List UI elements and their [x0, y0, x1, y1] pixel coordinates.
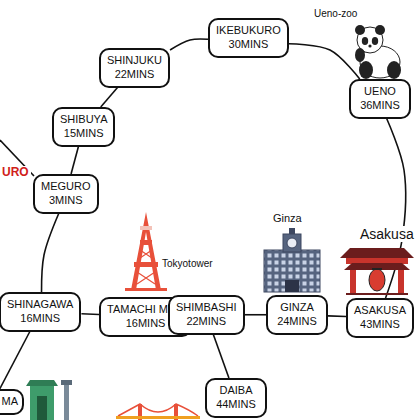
asakusa-gate-illustration-part [344, 263, 410, 270]
panda-illustration-part [375, 25, 385, 35]
shinagawa-gate-illustration-part [37, 396, 47, 420]
station-box: IKEBUKURO30MINS [208, 18, 289, 58]
shinagawa-gate-illustration-part [30, 386, 54, 420]
rail-line [0, 332, 30, 390]
travel-time: 3MINS [41, 194, 91, 208]
travel-time: 43MINS [354, 318, 406, 332]
panda-illustration-part [372, 37, 378, 45]
panda-illustration [355, 25, 401, 79]
tokyo-tower-illustration-part [140, 226, 152, 230]
shinagawa-gate-illustration-part [26, 380, 58, 386]
shinagawa-gate-illustration-part [64, 384, 69, 420]
station-name: IKEBUKURO [216, 24, 281, 38]
rainbow-bridge-illustration [116, 404, 200, 420]
travel-time: 22MINS [176, 315, 237, 329]
station-name: UENO [357, 85, 403, 99]
rail-line [170, 39, 208, 50]
travel-time: 16MINS [7, 312, 73, 326]
rail-line [289, 44, 360, 79]
station-name: MA [0, 395, 18, 409]
rail-line [101, 88, 118, 108]
rainbow-bridge-illustration-part [118, 404, 198, 416]
tokyo-tower-illustration-part [125, 288, 167, 291]
station-box: SHIMBASHI22MINS [168, 295, 245, 335]
place-label: Tokyotower [160, 258, 215, 270]
asakusa-gate-illustration-part [398, 270, 404, 294]
asakusa-gate-illustration [340, 248, 414, 295]
rail-line [71, 147, 78, 175]
tokyo-tower-illustration-part [137, 250, 155, 284]
panda-illustration-part [355, 25, 365, 35]
rainbow-bridge-illustration-part [116, 416, 200, 419]
place-label: URO [0, 166, 31, 180]
station-box: SHIBUYA15MINS [52, 107, 115, 147]
panda-illustration-part [368, 44, 371, 47]
asakusa-gate-illustration-part [372, 268, 382, 270]
station-box: MA [0, 389, 24, 415]
rail-line [328, 315, 346, 317]
asakusa-gate-illustration-part [350, 270, 356, 294]
station-name: SHINAGAWA [7, 298, 73, 312]
ginza-building-illustration-part [287, 238, 297, 248]
station-name: DAIBA [213, 384, 259, 398]
asakusa-gate-illustration-part [346, 293, 408, 295]
panda-illustration-part [359, 61, 373, 79]
travel-time: 36MINS [357, 99, 403, 113]
place-label: Ueno-zoo [312, 8, 359, 20]
asakusa-gate-illustration-part [369, 269, 385, 291]
station-box: ASAKUSA43MINS [346, 298, 414, 338]
travel-time: 15MINS [60, 127, 107, 141]
travel-time: 22MINS [107, 68, 162, 82]
station-box: DAIBA44MINS [205, 378, 267, 418]
ginza-building-illustration-part [264, 250, 320, 292]
ginza-building-illustration-part [289, 228, 295, 234]
station-name: GINZA [274, 301, 320, 315]
panda-illustration-part [362, 37, 368, 45]
tokyo-tower-illustration-part [131, 212, 161, 290]
ginza-building-illustration-part [285, 280, 299, 292]
travel-time: 30MINS [216, 38, 281, 52]
rail-line [245, 314, 266, 316]
station-box: MEGURO3MINS [33, 174, 99, 214]
panda-illustration-part [355, 48, 365, 62]
rail-line [213, 335, 229, 379]
rail-line [386, 119, 406, 299]
shinagawa-gate-illustration-part [61, 380, 72, 385]
asakusa-gate-illustration-part [340, 248, 414, 258]
panda-illustration-part [387, 61, 401, 79]
travel-time: 44MINS [213, 398, 259, 412]
travel-time: 24MINS [274, 315, 320, 329]
station-name: SHINJUKU [107, 54, 162, 68]
tokyo-tower-illustration-part [140, 240, 152, 245]
station-name: MEGURO [41, 180, 91, 194]
place-label: Asakusa [358, 226, 416, 242]
rail-line [81, 313, 99, 315]
station-box: SHINJUKU22MINS [99, 48, 170, 88]
shinagawa-gate-illustration [26, 380, 72, 420]
tokyo-tower-illustration-part [134, 262, 158, 267]
place-label: Ginza [271, 212, 304, 225]
station-name: SHIBUYA [60, 113, 107, 127]
station-box: GINZA24MINS [266, 295, 328, 335]
station-name: SHIMBASHI [176, 301, 237, 315]
station-name: ASAKUSA [354, 304, 406, 318]
ginza-building-illustration-part [283, 234, 301, 252]
ginza-building-illustration [264, 228, 320, 292]
station-box: UENO36MINS [349, 79, 411, 119]
station-box: SHINAGAWA16MINS [0, 292, 81, 332]
rail-line [42, 214, 59, 293]
tokyo-tower-illustration [125, 212, 167, 291]
